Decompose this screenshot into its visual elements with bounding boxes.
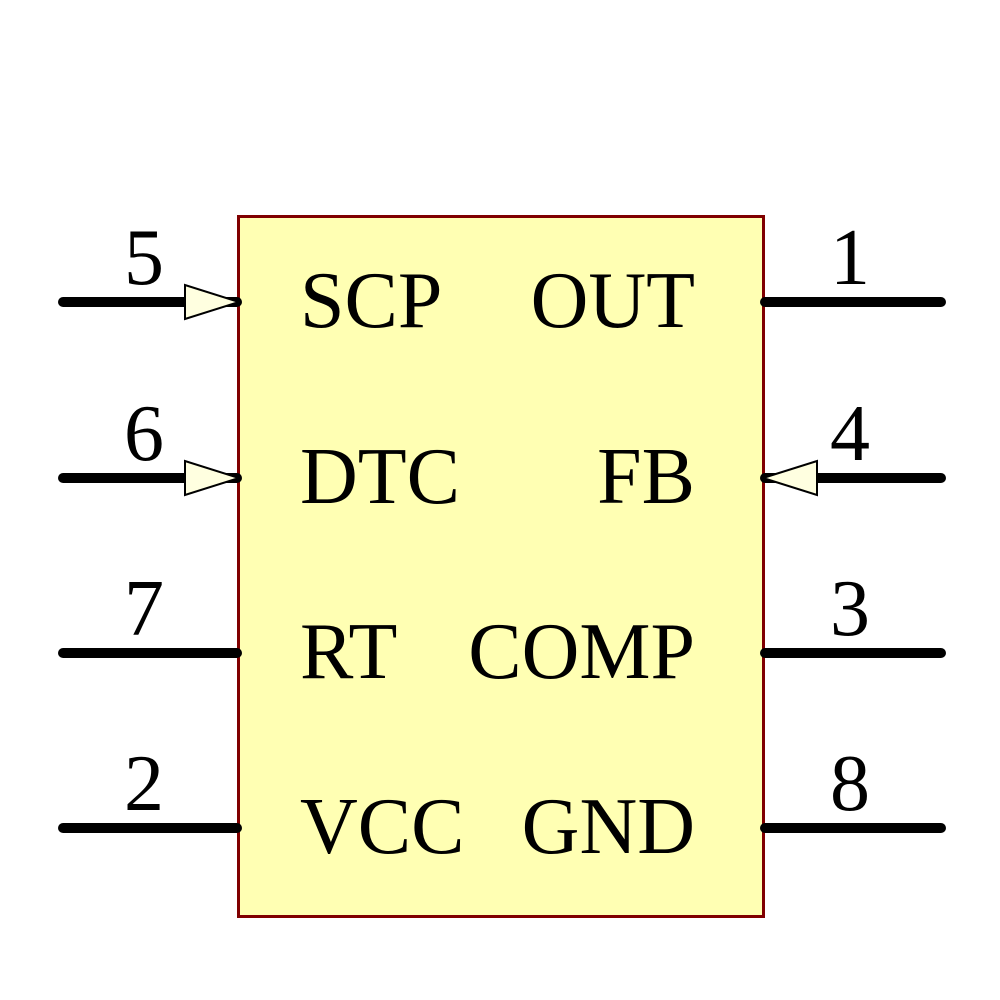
pin-wire-3[interactable] <box>760 648 946 658</box>
pin-label: GND <box>521 783 695 871</box>
pin-label: SCP <box>300 257 443 345</box>
pin-number: 3 <box>830 565 870 653</box>
pin-label: RT <box>300 608 398 696</box>
ic-symbol-body[interactable] <box>237 215 765 918</box>
pin-wire-2[interactable] <box>58 823 242 833</box>
pin-wire-5[interactable] <box>58 297 242 307</box>
pin-number: 8 <box>830 740 870 828</box>
pin-label: COMP <box>468 608 695 696</box>
pin-wire-8[interactable] <box>760 823 946 833</box>
pin-wire-1[interactable] <box>760 297 946 307</box>
pin-number: 1 <box>830 214 870 302</box>
pin-wire-7[interactable] <box>58 648 242 658</box>
input-arrow-icon <box>184 283 241 321</box>
pin-number: 7 <box>124 565 164 653</box>
pin-label: FB <box>597 433 695 521</box>
pin-label: OUT <box>530 257 695 345</box>
pin-number: 6 <box>124 390 164 478</box>
input-arrow-icon <box>761 459 818 497</box>
pin-wire-6[interactable] <box>58 473 242 483</box>
pin-wire-4[interactable] <box>760 473 946 483</box>
input-arrow-icon <box>184 459 241 497</box>
pin-number: 2 <box>124 740 164 828</box>
pin-number: 4 <box>830 390 870 478</box>
pin-label: DTC <box>300 433 460 521</box>
pin-label: VCC <box>300 783 465 871</box>
pin-number: 5 <box>124 214 164 302</box>
